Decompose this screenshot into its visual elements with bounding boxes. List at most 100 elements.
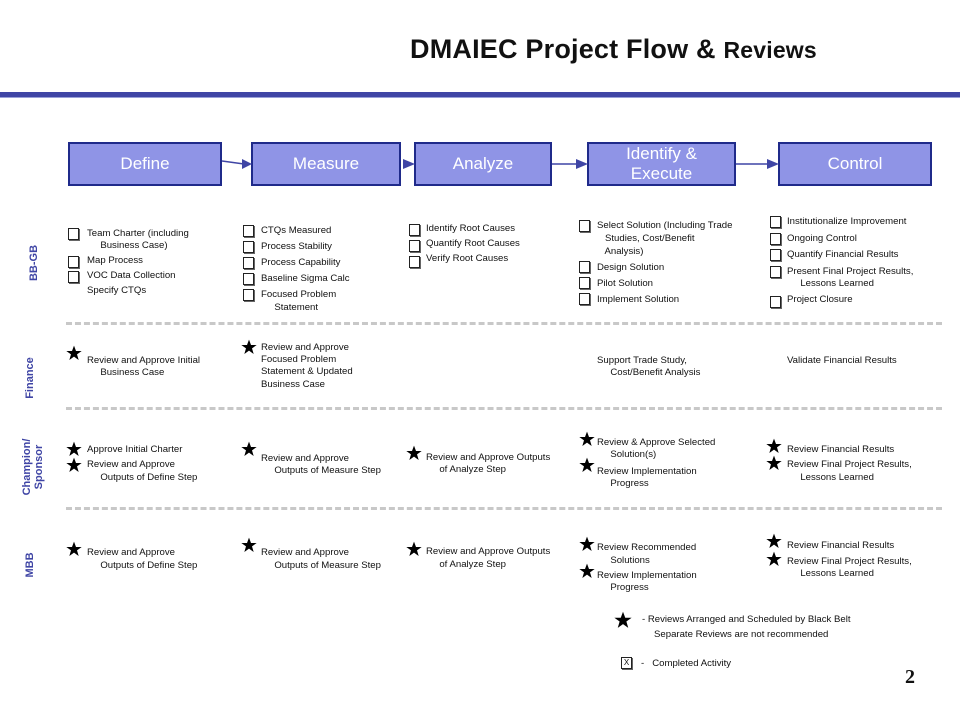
finance-control-item: Validate Financial Results [787,355,897,366]
checkbox [243,225,254,237]
mbb-control-item: Review Financial Results [787,540,895,551]
bbgb-analyze-item: Verify Root Causes [426,253,509,264]
phase-control: Control [778,142,932,186]
finance-measure-item: Focused Problem [261,354,337,365]
finance-identify-item: Cost/Benefit Analysis [597,367,701,378]
arrow-analyze-identify [552,159,588,169]
checkbox [243,257,254,269]
star-icon [766,533,782,548]
bbgb-control-item: Institutionalize Improvement [787,216,907,227]
legend-star-text: Separate Reviews are not recommended [654,629,829,640]
phase-define: Define [68,142,222,186]
bbgb-identify-item: Studies, Cost/Benefit [597,233,695,244]
bbgb-measure-item: Process Capability [261,257,341,268]
star-icon [766,455,782,470]
bbgb-measure-item: CTQs Measured [261,225,332,236]
legend-star-text: - Reviews Arranged and Scheduled by Blac… [642,614,851,625]
checkbox [579,277,590,289]
arrow-identify-control [736,159,779,169]
checkbox [579,261,590,273]
champion-control-item: Review Final Project Results, [787,459,912,470]
bbgb-identify-item: Select Solution (Including Trade [597,220,733,231]
champion-identify-item: Solution(s) [597,449,657,460]
star-icon [406,541,422,556]
bbgb-measure-item: Process Stability [261,241,332,252]
completed-checkbox-icon: X [621,657,632,669]
lane-separator [66,322,942,325]
bbgb-define-item: Business Case) [87,240,168,251]
phase-identify-execute: Identify & Execute [587,142,736,186]
mbb-measure-item: Review and Approve [261,547,349,558]
champion-define-item: Review and Approve [87,459,175,470]
mbb-define-item: Outputs of Define Step [87,560,198,571]
bbgb-analyze-item: Identify Root Causes [426,223,516,234]
star-icon [766,438,782,453]
mbb-control-item: Lessons Learned [787,568,874,579]
mbb-analyze-item: of Analyze Step [426,559,506,570]
checkbox [579,293,590,305]
lane-label-mbb: MBB [24,552,36,578]
star-icon [241,339,257,354]
bbgb-control-item: Project Closure [787,294,853,305]
finance-measure-item: Business Case [261,379,325,390]
checkbox [243,241,254,253]
bbgb-measure-item: Statement [261,302,319,313]
page-number: 2 [905,666,915,688]
star-icon [579,431,595,446]
lane-separator [66,507,942,510]
star-icon [66,345,82,360]
checkbox [409,240,420,252]
mbb-identify-item: Solutions [597,555,650,566]
champion-control-item: Review Financial Results [787,444,895,455]
champion-define-item: Outputs of Define Step [87,472,198,483]
checkbox [770,249,781,261]
bbgb-control-item: Present Final Project Results, [787,266,914,277]
arrow-measure-analyze [403,159,415,169]
checkbox [68,228,79,240]
bbgb-define-item: VOC Data Collection [87,270,176,281]
bbgb-measure-item: Focused Problem [261,289,337,300]
lane-separator [66,407,942,410]
champion-control-item: Lessons Learned [787,472,874,483]
checkbox [243,289,254,301]
finance-identify-item: Support Trade Study, [597,355,687,366]
bbgb-control-item: Lessons Learned [787,278,874,289]
phase-measure: Measure [251,142,401,186]
finance-measure-item: Review and Approve [261,342,349,353]
legend-completed-text: - Completed Activity [641,658,732,669]
bbgb-analyze-item: Quantify Root Causes [426,238,520,249]
bbgb-control-item: Quantify Financial Results [787,249,899,260]
checkbox [579,220,590,232]
checkbox [243,273,254,285]
star-icon [241,537,257,552]
mbb-measure-item: Outputs of Measure Step [261,560,381,571]
lane-label-bbgb: BB-GB [28,244,40,282]
mbb-analyze-item: Review and Approve Outputs [426,546,551,557]
star-icon [766,551,782,566]
checkbox [770,266,781,278]
star-icon [614,611,632,628]
mbb-define-item: Review and Approve [87,547,175,558]
checkbox [68,271,79,283]
champion-analyze-item: of Analyze Step [426,464,506,475]
bbgb-measure-item: Baseline Sigma Calc [261,273,350,284]
mbb-identify-item: Progress [597,582,649,593]
checkbox [770,233,781,245]
star-icon [579,536,595,551]
title-rule-thin [0,97,960,98]
champion-define-item: Approve Initial Charter [87,444,183,455]
lane-label-finance: Finance [24,357,36,399]
champion-identify-item: Review & Approve Selected [597,437,716,448]
mbb-control-item: Review Final Project Results, [787,556,912,567]
finance-measure-item: Statement & Updated [261,366,353,377]
champion-identify-item: Review Implementation [597,466,697,477]
bbgb-identify-item: Pilot Solution [597,278,653,289]
mbb-identify-item: Review Implementation [597,570,697,581]
star-icon [66,441,82,456]
bbgb-identify-item: Design Solution [597,262,665,273]
page-title: DMAIEC Project Flow & Reviews [410,34,817,64]
star-icon [66,457,82,472]
bbgb-identify-item: Analysis) [597,246,644,257]
mbb-identify-item: Review Recommended [597,542,697,553]
checkbox [770,296,781,308]
